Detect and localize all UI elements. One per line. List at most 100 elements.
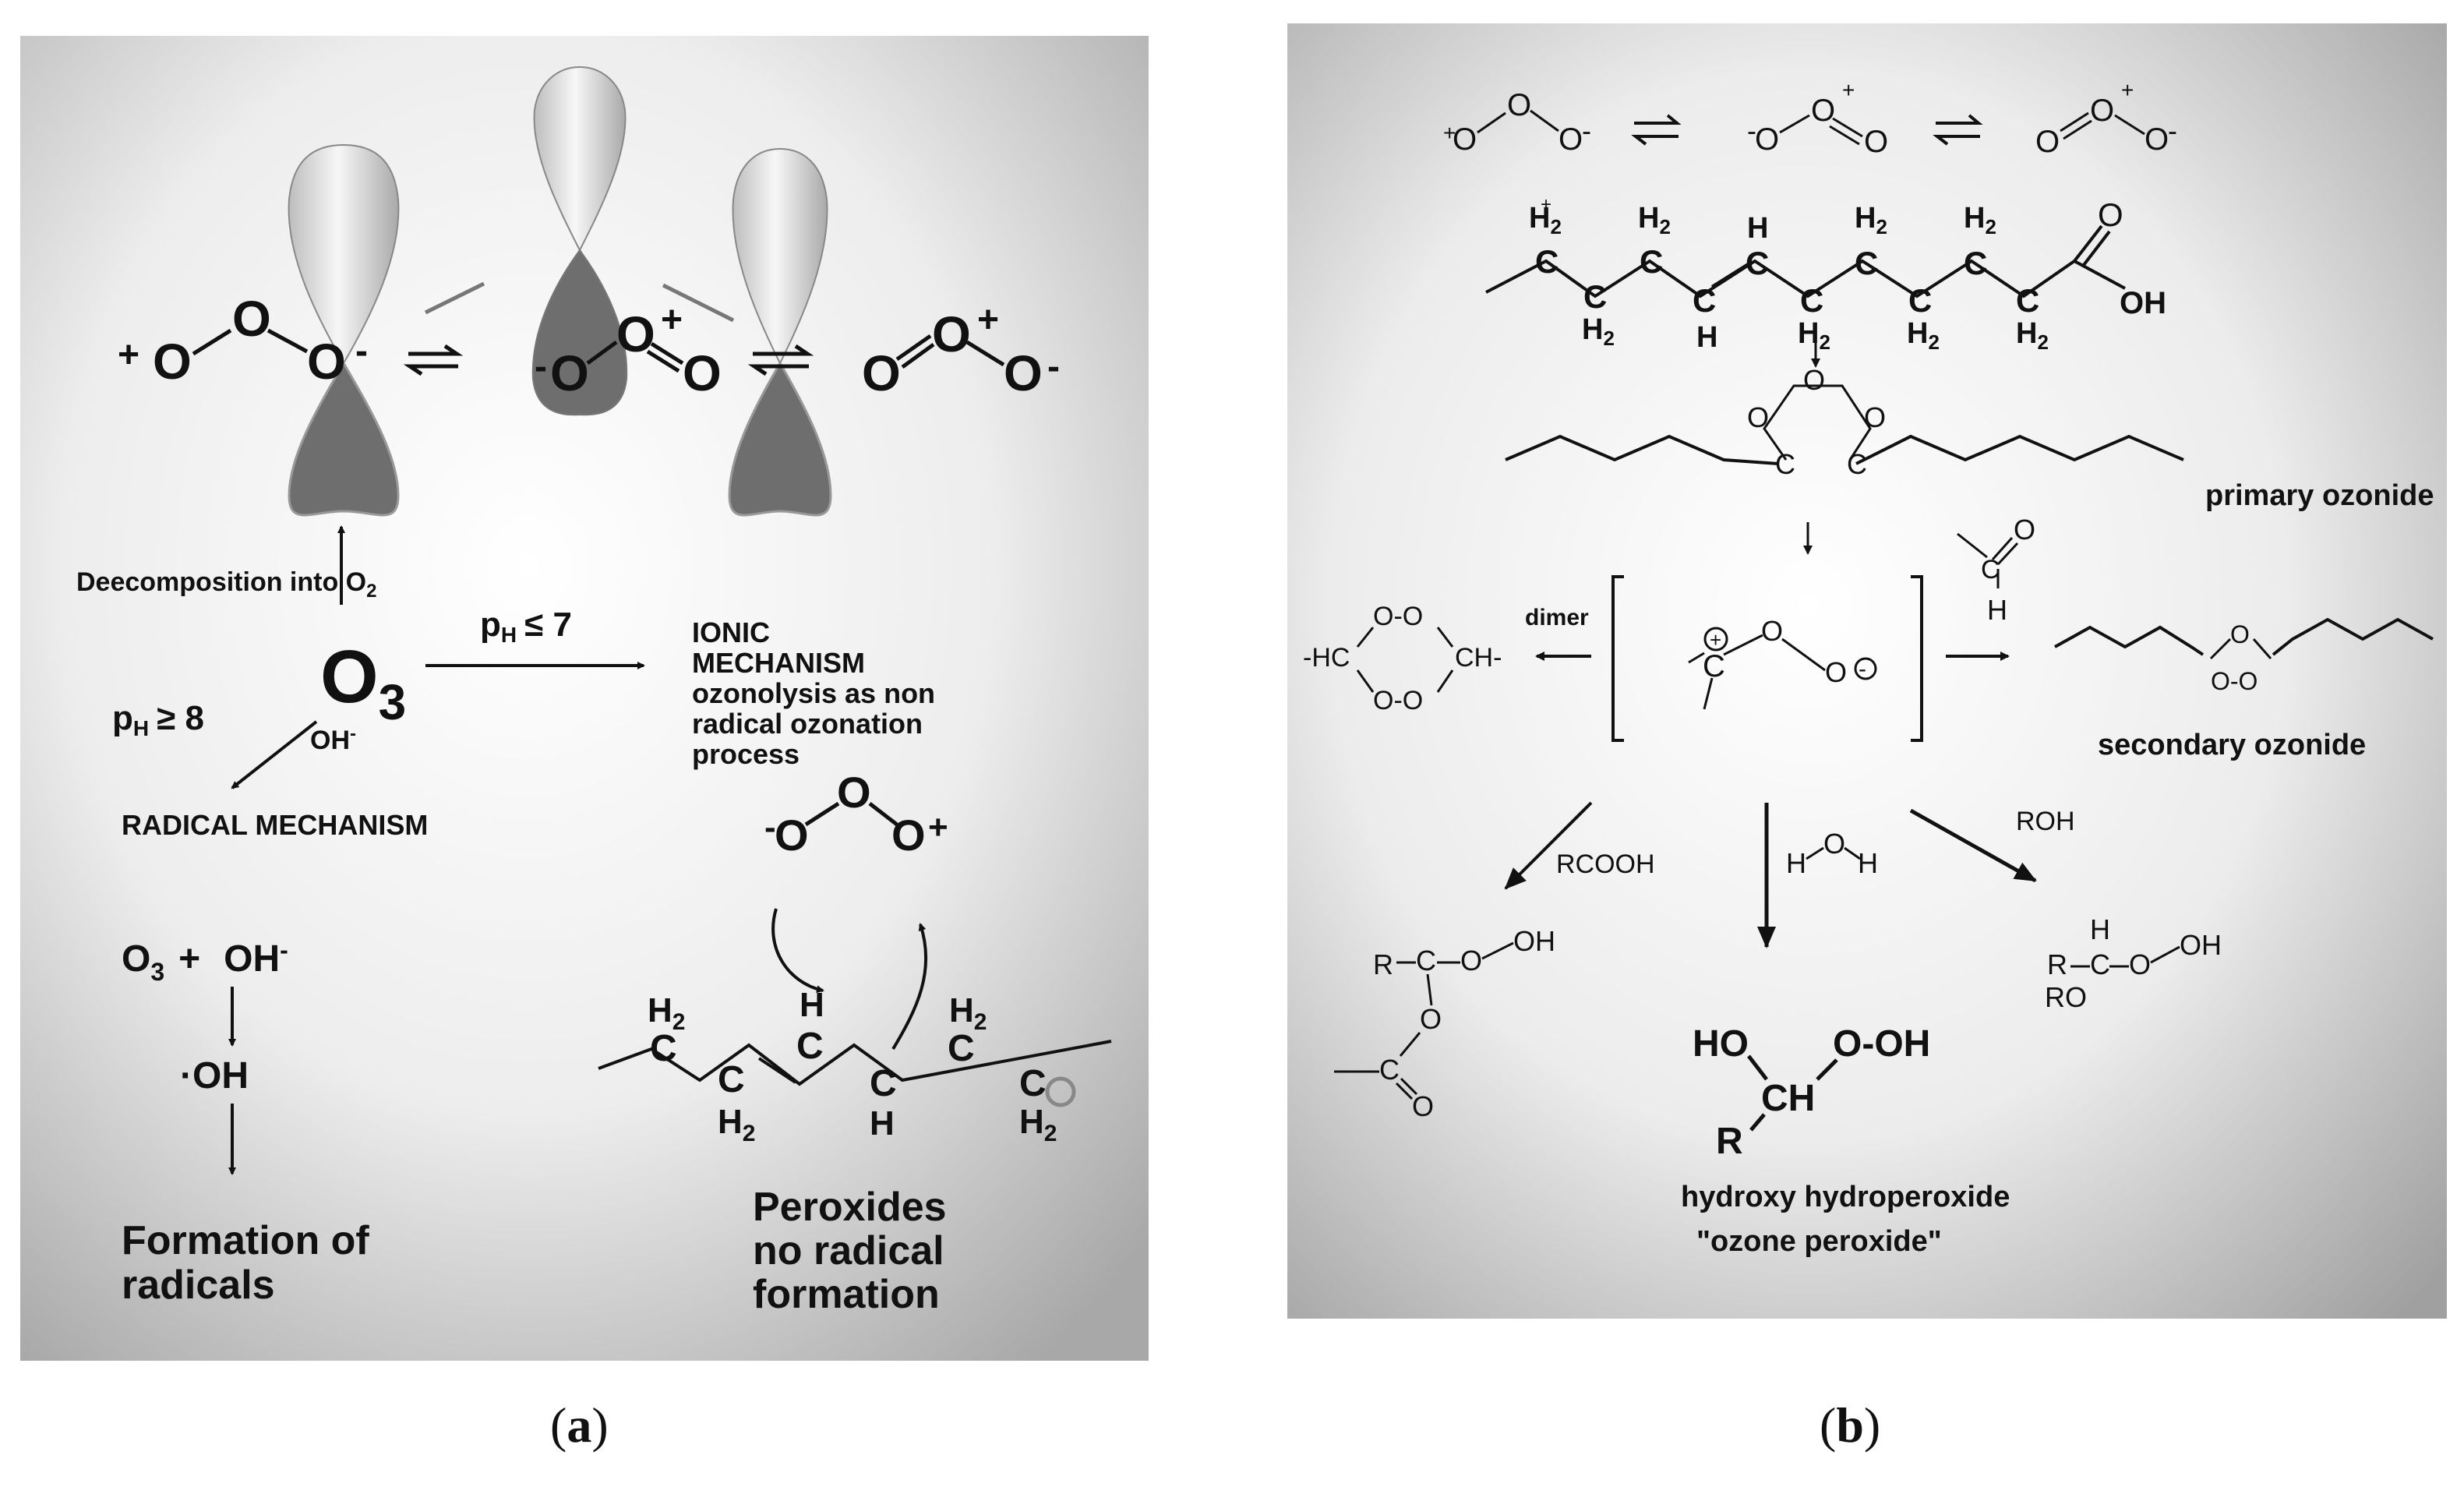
chain-h-2: H [870, 1104, 895, 1143]
b-roh-label: ROH [2016, 807, 2075, 836]
b-int-minus: - [1859, 656, 1866, 682]
ozone1-o1: O [153, 334, 192, 390]
decomposition-label: Deecomposition into O2 [76, 567, 376, 602]
b-chain-c1: C [1535, 243, 1559, 280]
ozone3-o1: O [862, 345, 901, 401]
b-chain-c9: C [1964, 245, 1987, 281]
chain-h2-4: H2 [1019, 1103, 1057, 1146]
b-chain-c10: C [2016, 282, 2039, 319]
b-res3-minus: - [2168, 115, 2177, 147]
b-arrow-roh [1909, 808, 2037, 883]
reaction-o3: O3+OH- [122, 936, 288, 986]
resonance-dash-left [424, 281, 485, 315]
b-eq-arrow-1 [1631, 114, 1682, 146]
b-chain-h2-6: H2 [1907, 317, 1940, 354]
b-chain-plus: + [1541, 194, 1551, 215]
ozone1-o3: O [307, 334, 346, 390]
peroxide-line-3: formation [753, 1272, 940, 1317]
ozone2-o3: O [683, 345, 722, 401]
b-res1-plus: + [1443, 121, 1456, 145]
chain-h-1: H [800, 986, 824, 1024]
b-left-r: R [1373, 948, 1393, 980]
b-formaldehyde-o: O [2014, 514, 2035, 546]
b-rcooh-label: RCOOH [1556, 849, 1655, 879]
chain-c-6: C [1019, 1063, 1047, 1104]
b-res3-o2: O [2090, 94, 2114, 128]
hydroxyl-radical: ·OH [180, 1055, 249, 1097]
ionic-line-3: ozonolysis as non [692, 677, 935, 709]
b-water-h2: H [1858, 847, 1878, 879]
radical-arrow [231, 720, 318, 789]
b-res2-o1: O [1755, 122, 1779, 157]
ozone-resonance-row: + O O O - - O O + O O O + O - [118, 291, 1060, 401]
hydroxide-label: OH- [310, 723, 356, 755]
ph-low-label: pH≤ 7 [480, 606, 572, 647]
b-hho-r: R [1716, 1121, 1743, 1162]
panel-a-canvas: + O O O - - O O + O O O + O - Deecomposi… [20, 36, 1149, 1361]
b-dimer-structure: O-O -HC CH- O-O [1303, 602, 1502, 715]
chain-c-5: C [948, 1028, 975, 1069]
b-hho-ooh: O-OH [1833, 1023, 1930, 1065]
panel-b-canvas: + O O O - - O O + O O O + O - + [1287, 23, 2447, 1319]
ionic-line-4: radical ozonation [692, 708, 923, 740]
dipole-o2: O [837, 768, 871, 817]
b-po-o3: O [1864, 401, 1886, 433]
orbital-middle-lower-lobe [531, 249, 628, 416]
b-fatty-acid-chain: + H2 C C H2 H2 C C H H C C H2 H2 C C H2 … [1485, 194, 2166, 354]
b-hho-ho: HO [1693, 1023, 1749, 1065]
b-primary-ozonide-label: primary ozonide [2205, 479, 2434, 512]
b-int-plus: + [1710, 628, 1721, 652]
b-water-h1: H [1786, 847, 1806, 879]
orbital-middle [531, 65, 628, 416]
caption-b: (b) [1820, 1397, 1881, 1453]
panel-b-background [1287, 23, 2447, 1319]
orbital-left-upper-lobe [288, 143, 400, 365]
ozone3-o2: O [932, 306, 971, 362]
b-dimer-ch: CH- [1455, 643, 1502, 673]
ozone1-plus: + [118, 334, 139, 376]
ionic-line-5: process [692, 738, 800, 770]
b-left-c2: C [1379, 1054, 1400, 1086]
b-int-c: C [1703, 649, 1725, 683]
b-dimer-label: dimer [1525, 605, 1589, 630]
b-chain-c6: C [1800, 282, 1823, 319]
ionic-line-1: IONIC [692, 616, 770, 648]
ph-high-label: pH≥ 8 [112, 699, 204, 740]
ozone2-plus: + [661, 299, 683, 341]
b-product-alkoxy-hydroperoxide: H R C O OH RO [2045, 913, 2222, 1013]
resonance-dash-right [662, 283, 735, 323]
dipole-o3: O [891, 811, 926, 860]
b-right-r: R [2047, 948, 2067, 980]
chain-c-4: C [870, 1063, 897, 1104]
equilibrium-arrow-2 [747, 344, 814, 376]
b-water-o: O [1823, 828, 1845, 860]
highlight-circle [1045, 1076, 1076, 1107]
dipole-o1: O [775, 811, 809, 860]
b-res1-o2: O [1507, 88, 1531, 122]
b-chain-h2-7: H2 [1964, 202, 1996, 238]
b-int-o1: O [1761, 615, 1783, 647]
b-chain-c4: C [1693, 282, 1716, 319]
orbital-middle-upper-lobe [533, 65, 627, 253]
b-chain-oh: OH [2120, 286, 2166, 320]
panel-b: + O O O - - O O + O O O + O - + [1287, 23, 2447, 1319]
ozone1-minus: - [355, 330, 368, 372]
b-right-c: C [2090, 948, 2110, 980]
b-resonance-row: + O O O - - O O + O O O + O - [1443, 78, 2177, 159]
ozone3-bond1b [901, 342, 935, 369]
b-res2-o2: O [1811, 94, 1835, 128]
chain-c-2: C [718, 1059, 745, 1100]
b-carbonyl-oxide-intermediate: + C O O - [1611, 575, 1923, 742]
b-res2-plus: + [1842, 78, 1855, 102]
caption-a: (a) [550, 1397, 609, 1453]
b-arrow-rcooh [1504, 801, 1593, 890]
b-right-ro: RO [2045, 981, 2087, 1013]
b-po-c2: C [1847, 448, 1867, 480]
b-so-oo: O-O [2211, 667, 2257, 695]
b-chain-c2: C [1583, 278, 1607, 315]
curved-arrow-right [891, 923, 928, 1051]
b-hho-name: hydroxy hydroperoxide [1681, 1181, 2010, 1213]
ionic-mechanism-text: IONIC MECHANISM ozonolysis as non radica… [692, 616, 935, 770]
b-primary-ozonide: C C O O O primary ozonide [1505, 364, 2434, 512]
b-chain-c8: C [1908, 282, 1932, 319]
